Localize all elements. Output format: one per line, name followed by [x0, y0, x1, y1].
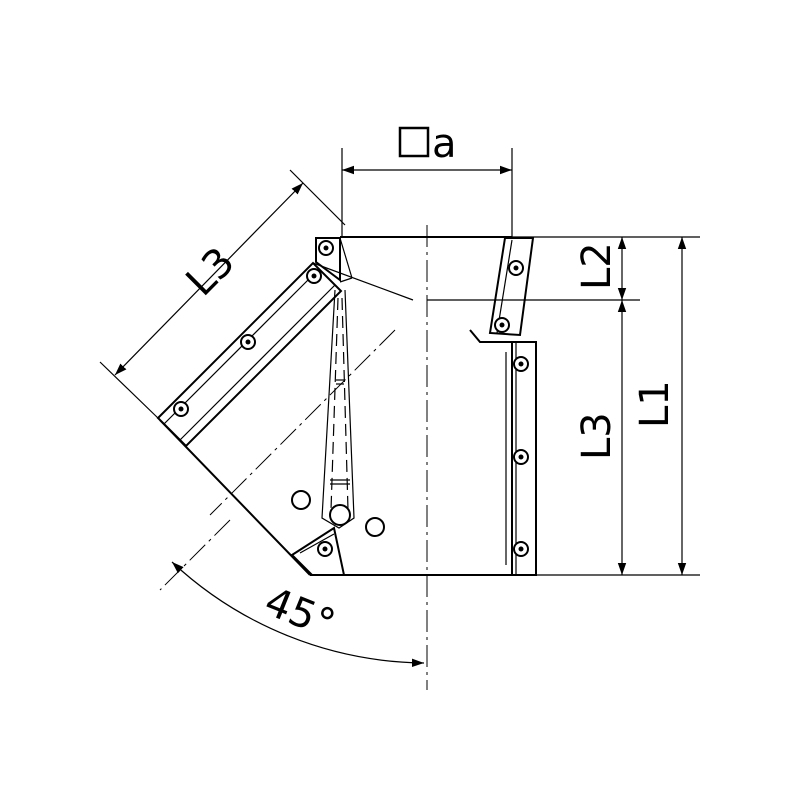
screw-icon — [513, 356, 529, 372]
pin — [329, 504, 351, 526]
holes — [291, 490, 385, 537]
dimension-l3-diagonal: L3 — [99, 169, 414, 421]
center-lines — [159, 225, 428, 690]
dimension-l3-vertical: L3 — [574, 300, 627, 575]
dimension-label-a: a — [432, 121, 457, 167]
dimension-l2: L2 — [574, 237, 627, 300]
screw-icon — [513, 541, 529, 557]
central-wedge — [321, 289, 355, 529]
square-symbol — [398, 126, 430, 158]
screw-icon — [513, 449, 529, 465]
dimension-label-l1: L1 — [632, 380, 678, 428]
right-extension-lines — [427, 236, 700, 576]
coolant-hole — [291, 490, 311, 510]
dimension-label-angle: 45° — [258, 579, 341, 648]
left-insert-rail — [156, 261, 343, 448]
screw-icon — [508, 260, 524, 276]
screws — [173, 240, 529, 557]
screw-icon — [173, 401, 189, 417]
dimension-l1: L1 — [632, 237, 687, 575]
coolant-hole — [365, 517, 385, 537]
dimension-label-l2: L2 — [574, 242, 620, 290]
screw-icon — [240, 334, 256, 350]
dimension-label-l3-vertical: L3 — [574, 412, 620, 460]
dimension-square-a: a — [341, 121, 513, 237]
screw-icon — [306, 268, 322, 284]
screw-icon — [494, 317, 510, 333]
dimension-label-l3-diagonal: L3 — [178, 239, 244, 305]
screw-icon — [318, 240, 334, 256]
dimension-angle: 45° — [171, 561, 425, 668]
screw-icon — [317, 541, 333, 557]
